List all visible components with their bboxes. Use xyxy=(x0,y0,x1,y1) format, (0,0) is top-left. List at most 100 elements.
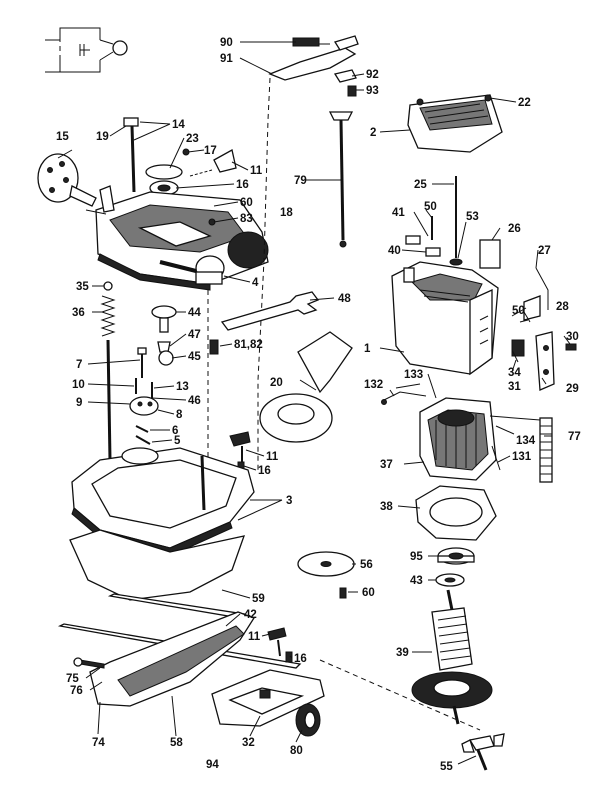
label-31: 31 xyxy=(508,381,521,393)
label-42: 42 xyxy=(244,609,257,621)
label-16-bottom: 16 xyxy=(294,653,307,665)
label-55: 55 xyxy=(440,761,453,773)
label-60-top: 60 xyxy=(240,197,253,209)
label-41: 41 xyxy=(392,207,405,219)
label-95: 95 xyxy=(410,551,423,563)
label-44: 44 xyxy=(188,307,201,319)
label-46: 46 xyxy=(188,395,201,407)
label-59: 59 xyxy=(252,593,265,605)
label-17: 17 xyxy=(204,145,217,157)
wing-nut-55 xyxy=(461,733,505,771)
label-13: 13 xyxy=(176,381,189,393)
small-pins xyxy=(129,347,159,445)
switch-parts xyxy=(511,295,577,391)
label-5: 5 xyxy=(174,435,181,447)
washer-56 xyxy=(297,551,355,599)
guide-fasteners xyxy=(73,627,293,669)
label-92: 92 xyxy=(366,69,379,81)
bearings xyxy=(435,547,475,587)
label-4: 4 xyxy=(252,277,259,289)
label-23: 23 xyxy=(186,133,199,145)
label-1: 1 xyxy=(364,343,371,355)
fan-housing-38 xyxy=(415,485,497,541)
label-14: 14 xyxy=(172,119,185,131)
wrench-48 xyxy=(220,291,320,331)
label-39: 39 xyxy=(396,647,409,659)
label-27: 27 xyxy=(538,245,551,257)
label-11-mid: 11 xyxy=(266,451,279,463)
label-10: 10 xyxy=(72,379,85,391)
label-22: 22 xyxy=(518,97,531,109)
label-50-top: 50 xyxy=(424,201,437,213)
label-133: 133 xyxy=(404,369,423,381)
label-43: 43 xyxy=(410,575,423,587)
label-90: 90 xyxy=(220,37,233,49)
label-16-top: 16 xyxy=(236,179,249,191)
label-32: 32 xyxy=(242,737,255,749)
label-8: 8 xyxy=(176,409,183,421)
label-134: 134 xyxy=(516,435,536,447)
knob-15 xyxy=(37,153,97,207)
dust-chute-20 xyxy=(259,331,353,443)
edge-guide xyxy=(89,611,325,727)
label-25: 25 xyxy=(414,179,427,191)
label-48: 48 xyxy=(338,293,351,305)
label-7: 7 xyxy=(76,359,82,371)
armature-39 xyxy=(411,589,493,725)
label-37: 37 xyxy=(380,459,393,471)
motor-cap-2 xyxy=(407,94,503,153)
label-18: 18 xyxy=(280,207,293,219)
label-11-top: 11 xyxy=(250,165,263,177)
spring-rod xyxy=(100,281,116,461)
label-131: 131 xyxy=(512,451,532,463)
brush-strip-77 xyxy=(539,417,553,483)
label-6: 6 xyxy=(172,425,178,437)
label-50-right: 50 xyxy=(512,305,525,317)
label-3: 3 xyxy=(286,495,292,507)
label-38: 38 xyxy=(380,501,393,513)
label-30: 30 xyxy=(566,331,579,343)
depth-stop-link xyxy=(268,35,359,97)
wiring-schematic xyxy=(45,27,128,73)
label-34: 34 xyxy=(508,367,521,379)
label-53: 53 xyxy=(466,211,479,223)
label-15: 15 xyxy=(56,131,69,143)
label-80: 80 xyxy=(290,745,303,757)
router-housing xyxy=(85,185,269,291)
field-coil-37 xyxy=(381,383,541,481)
label-19: 19 xyxy=(96,131,109,143)
label-58: 58 xyxy=(170,737,183,749)
label-9: 9 xyxy=(76,397,82,409)
label-36: 36 xyxy=(72,307,85,319)
label-40: 40 xyxy=(388,245,401,257)
label-45: 45 xyxy=(188,351,201,363)
label-76: 76 xyxy=(70,685,83,697)
collet-parts xyxy=(151,305,219,366)
label-74: 74 xyxy=(92,737,105,749)
label-81-82: 81,82 xyxy=(234,339,263,351)
label-132: 132 xyxy=(364,379,383,391)
label-60-bottom: 60 xyxy=(362,587,375,599)
label-56: 56 xyxy=(360,559,373,571)
thumb-screw-11 xyxy=(229,431,251,471)
label-26: 26 xyxy=(508,223,521,235)
label-29: 29 xyxy=(566,383,579,395)
washer-stack xyxy=(145,148,237,196)
label-83: 83 xyxy=(240,213,253,225)
label-47: 47 xyxy=(188,329,201,341)
leader-lines xyxy=(57,41,571,765)
sub-base-59 xyxy=(69,529,246,601)
label-79: 79 xyxy=(294,175,307,187)
label-16-mid: 16 xyxy=(258,465,271,477)
label-35: 35 xyxy=(76,281,89,293)
motor-housing-1 xyxy=(391,261,499,376)
label-93: 93 xyxy=(366,85,379,97)
label-94: 94 xyxy=(206,759,219,771)
part-labels: 90 91 92 93 22 2 14 19 23 17 15 11 16 60… xyxy=(56,37,581,773)
label-28: 28 xyxy=(556,301,569,313)
handle-post xyxy=(123,117,139,193)
label-77: 77 xyxy=(568,431,581,443)
base-plate-3 xyxy=(71,447,255,557)
